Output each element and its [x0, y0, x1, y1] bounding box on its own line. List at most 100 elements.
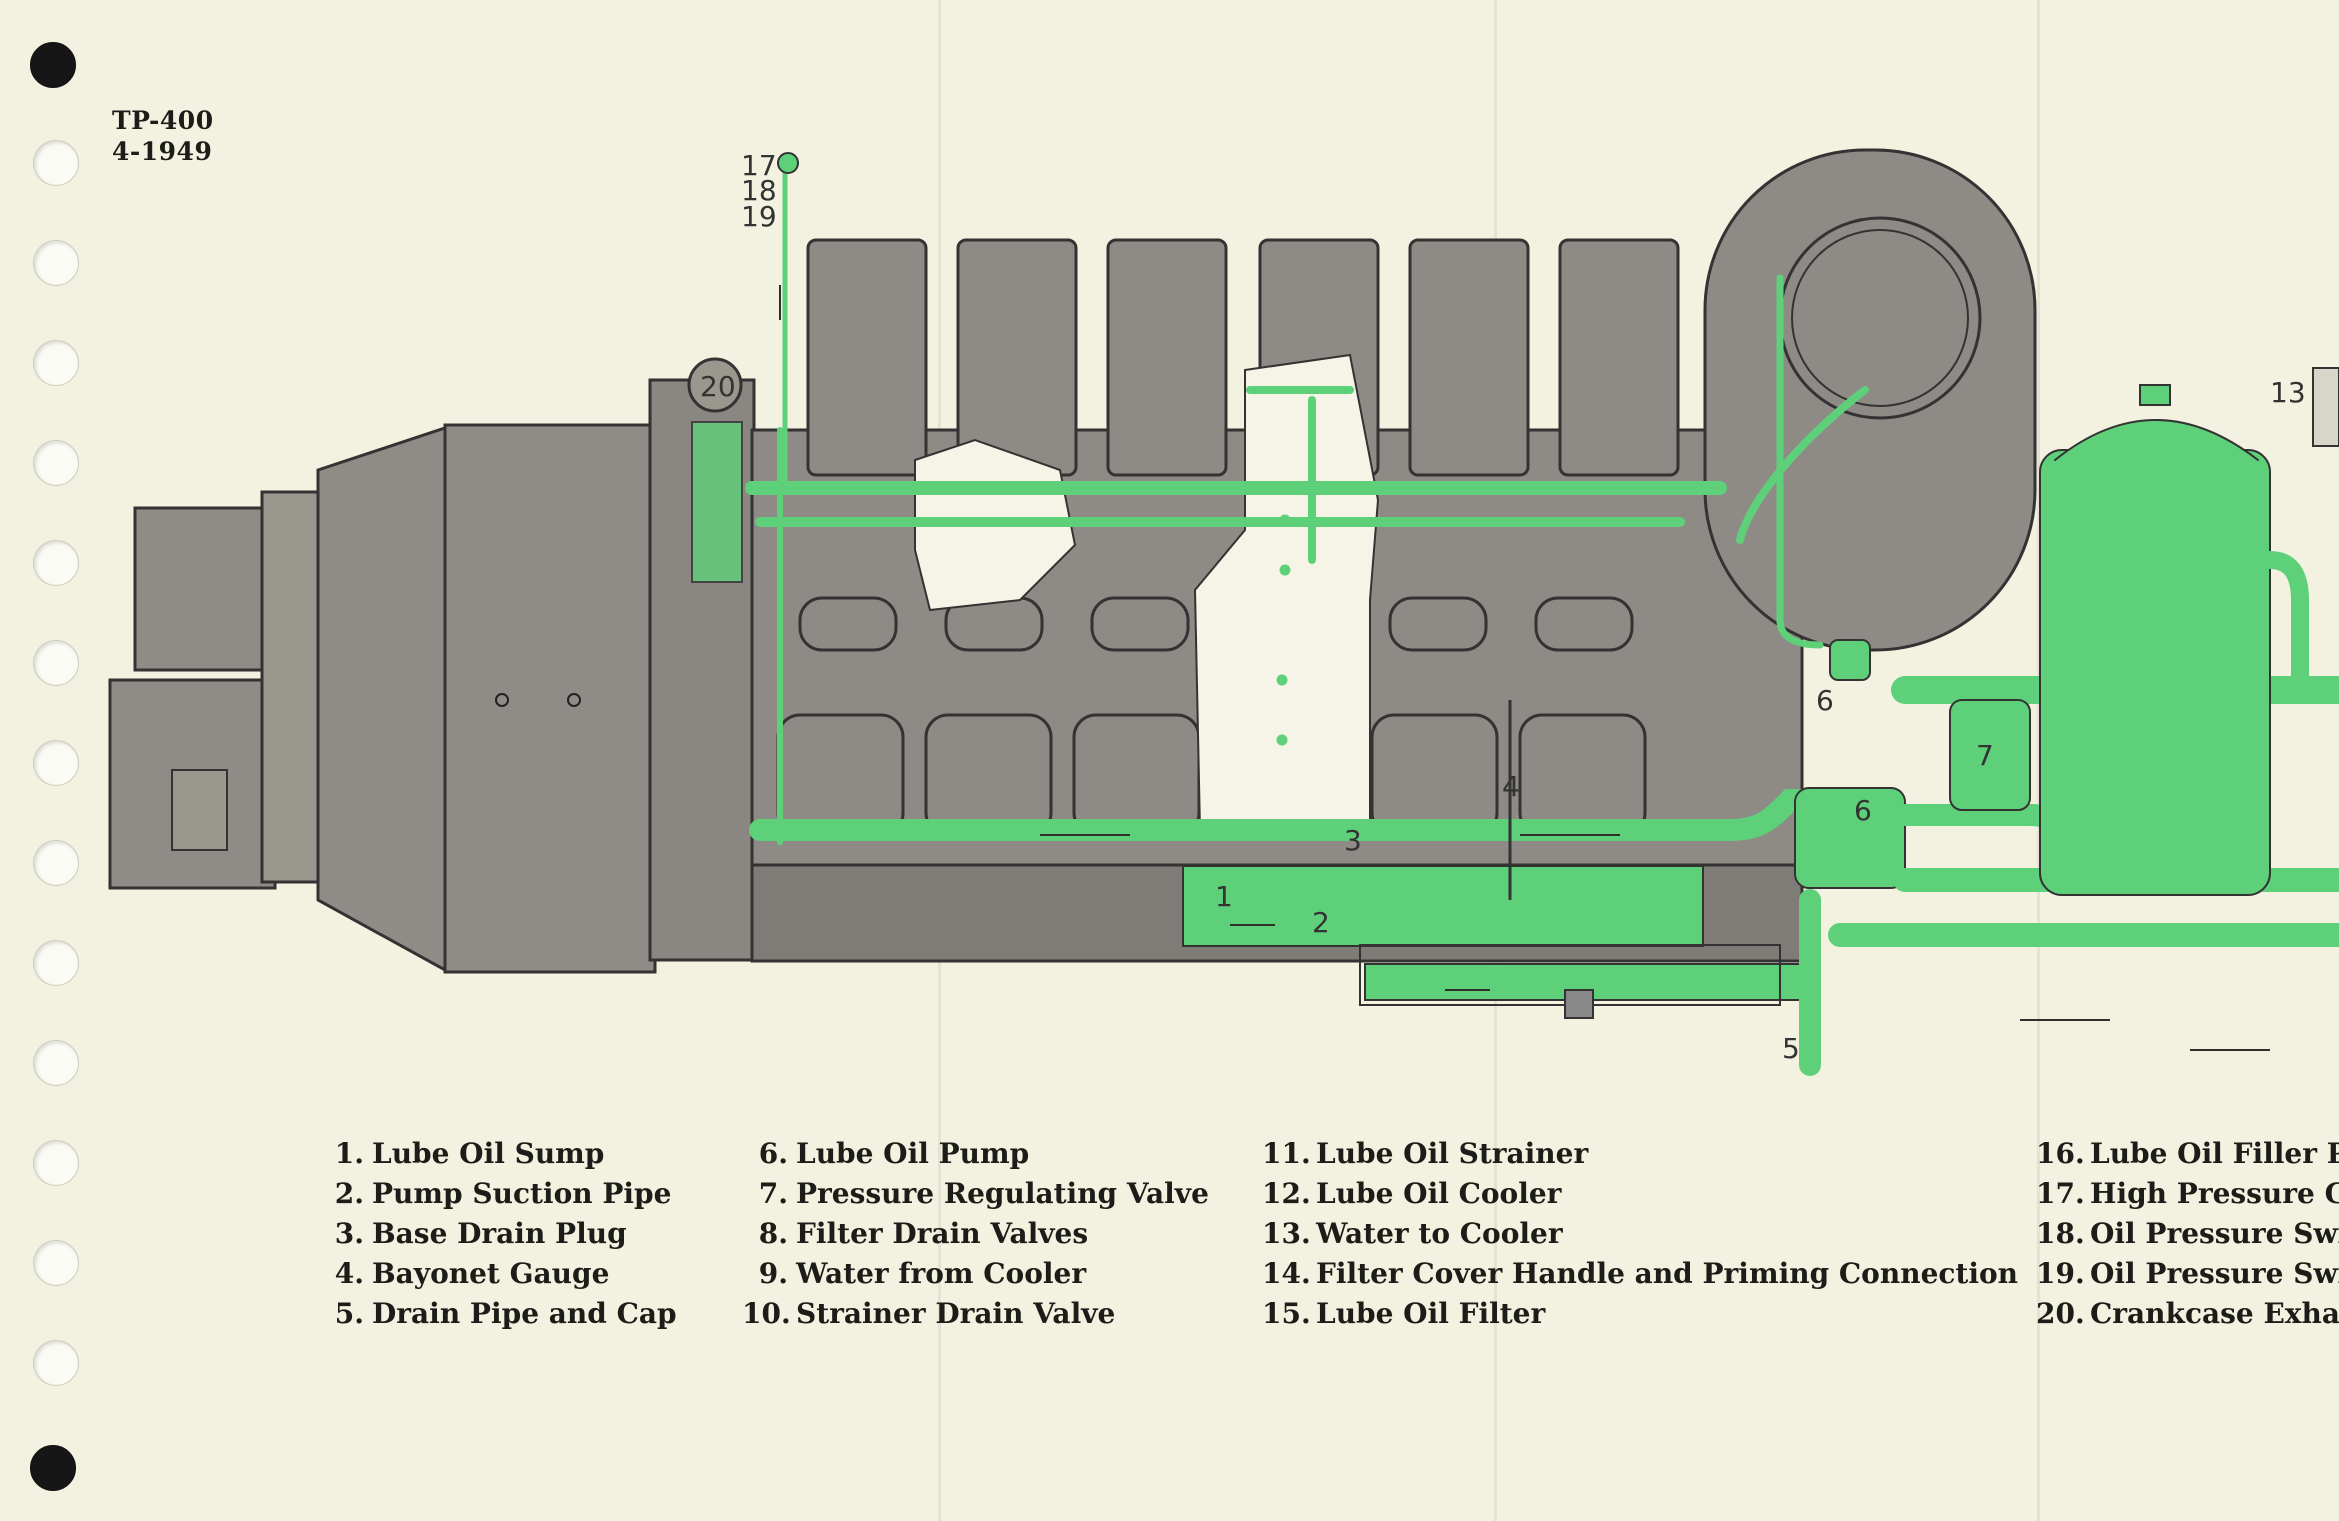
legend-column-4: 16.Lube Oil Filler Pi 17.High Pressure G… — [2036, 1134, 2339, 1334]
generator-housing-upper — [133, 506, 287, 672]
callout-label: 20 — [700, 370, 736, 403]
inspection-cover — [1388, 596, 1488, 652]
legend-label: Lube Oil Sump — [372, 1137, 605, 1170]
blower-oil-line — [1776, 274, 1824, 649]
end-housing — [443, 423, 657, 974]
handhole-cover — [1072, 713, 1201, 837]
legend-label: Lube Oil Filter — [1316, 1297, 1546, 1330]
callouts: 1 2 3 4 5 6 6 7 13 17 18 19 20 — [687, 149, 2306, 1065]
oil-drop — [1279, 564, 1291, 576]
bell-housing — [316, 425, 447, 973]
legend-item: 18.Oil Pressure Switc — [2036, 1214, 2339, 1254]
legend-item: 3.Base Drain Plug — [334, 1217, 627, 1250]
legend-label: Bayonet Gauge — [372, 1257, 610, 1290]
cylinder-head-3 — [1106, 238, 1228, 477]
legend-label: Drain Pipe and Cap — [372, 1297, 677, 1330]
binder-hole — [33, 840, 79, 886]
binder-hole — [33, 540, 79, 586]
binder-hole — [33, 340, 79, 386]
filter-dome — [2054, 419, 2259, 461]
legend-column-3: 11.Lube Oil Strainer 12.Lube Oil Cooler … — [1262, 1134, 2018, 1334]
legend-label: High Pressure Ga — [2090, 1177, 2339, 1210]
water-to-cooler-fitting — [2312, 367, 2339, 447]
binder-hole — [33, 1040, 79, 1086]
legend-label: Filter Cover Handle and Priming Connecti… — [1316, 1257, 2019, 1290]
inspection-cover — [1534, 596, 1634, 652]
legend-item: 19.Oil Pressure Switc — [2036, 1254, 2339, 1294]
legend-item: 17.High Pressure Ga — [2036, 1174, 2339, 1214]
handhole-cover — [924, 713, 1053, 837]
engine-cutaway — [108, 148, 2037, 974]
legend-column-1: 1.Lube Oil Sump 2.Pump Suction Pipe 3.Ba… — [318, 1134, 677, 1334]
binder-hole — [33, 1240, 79, 1286]
binder-hole — [33, 940, 79, 986]
legend-label: Crankcase Exhaus — [2090, 1297, 2339, 1330]
callout-label: 1 — [1215, 880, 1233, 913]
oil-circuit — [691, 152, 2339, 1076]
binder-hole — [30, 1445, 76, 1491]
legend-label: Lube Oil Pump — [796, 1137, 1030, 1170]
oil-drop — [1276, 674, 1288, 686]
document-date: 4-1949 — [112, 137, 213, 166]
callout-circle — [687, 357, 743, 413]
high-pressure-gauge-icon — [777, 152, 799, 174]
legend-label: Lube Oil Cooler — [1316, 1177, 1562, 1210]
base-outline — [1359, 367, 2339, 1019]
legend-item: 20.Crankcase Exhaus — [2036, 1294, 2339, 1334]
legend-item: 8.Filter Drain Valves — [758, 1217, 1089, 1250]
legend-label: Filter Drain Valves — [796, 1217, 1089, 1250]
blower-rotor — [1778, 216, 1982, 420]
binder-hole — [33, 1140, 79, 1186]
legend-item: 1.Lube Oil Sump — [334, 1137, 605, 1170]
inspection-cover — [1090, 596, 1190, 652]
binder-hole — [33, 240, 79, 286]
legend-label: Pressure Regulating Valve — [796, 1177, 1209, 1210]
legend-item: 15.Lube Oil Filter — [1262, 1297, 1546, 1330]
cylinder-head-5 — [1408, 238, 1530, 477]
legend-item: 10.Strainer Drain Valve — [742, 1297, 1116, 1330]
legend-item: 2.Pump Suction Pipe — [334, 1177, 672, 1210]
binder-hole — [33, 440, 79, 486]
bolt-hole — [495, 693, 509, 707]
legend-item: 14.Filter Cover Handle and Priming Conne… — [1262, 1257, 2019, 1290]
callout-label: 13 — [2270, 376, 2306, 409]
legend-label: Base Drain Plug — [372, 1217, 627, 1250]
binder-hole — [30, 42, 76, 88]
generator-box — [171, 769, 228, 851]
document-code: TP-400 — [112, 106, 214, 135]
legend-item: 6.Lube Oil Pump — [758, 1137, 1030, 1170]
callout-label: 2 — [1312, 906, 1330, 939]
handhole-cover — [1518, 713, 1647, 837]
base-drain-plug — [1564, 989, 1594, 1019]
legend-column-2: 6.Lube Oil Pump 7.Pressure Regulating Va… — [742, 1134, 1209, 1334]
page-fold — [2037, 0, 2040, 1521]
lube-oil-pump — [1794, 787, 1906, 889]
callout-label: 4 — [1502, 770, 1520, 803]
callout-label: 18 — [741, 174, 777, 207]
legend-label: Lube Oil Filler Pi — [2090, 1137, 2339, 1170]
callout-label: 7 — [1976, 739, 1994, 772]
lube-oil-strainer — [1829, 639, 1871, 681]
blower-return — [1736, 386, 1869, 544]
legend-item: 16.Lube Oil Filler Pi — [2036, 1134, 2339, 1174]
legend-item: 7.Pressure Regulating Valve — [758, 1177, 1209, 1210]
binder-hole — [33, 640, 79, 686]
legend-item: 13.Water to Cooler — [1262, 1217, 1563, 1250]
lube-oil-filter-tank — [2039, 449, 2271, 896]
lube-oil-sump — [1182, 865, 1704, 947]
callout-label: 6 — [1854, 794, 1872, 827]
legend-item: 11.Lube Oil Strainer — [1262, 1137, 1589, 1170]
blower-rotor-inner — [1791, 229, 1969, 407]
flange-ring — [260, 490, 322, 884]
callout-label: 5 — [1782, 1032, 1800, 1065]
bolt-hole — [567, 693, 581, 707]
callout-label: 19 — [741, 200, 777, 233]
legend-item: 12.Lube Oil Cooler — [1262, 1177, 1562, 1210]
pump-suction-pipe — [1719, 789, 1851, 871]
binder-hole — [33, 740, 79, 786]
callout-label: 6 — [1816, 684, 1834, 717]
legend-label: Oil Pressure Switc — [2090, 1217, 2339, 1250]
filter-outlet — [2261, 551, 2309, 689]
